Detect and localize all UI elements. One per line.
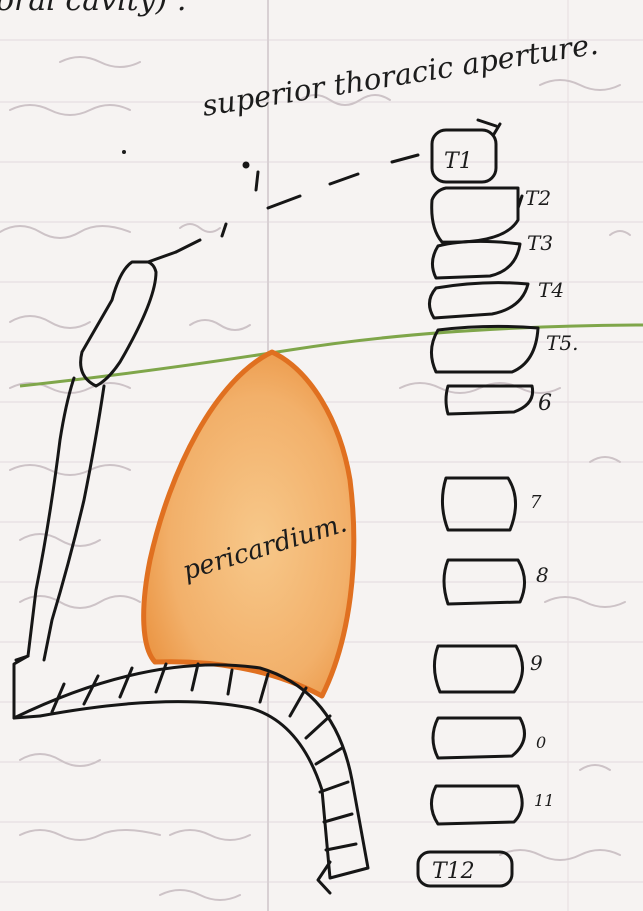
vertebra-label-t11: 11 xyxy=(534,791,554,810)
vertebra-label-t6: 6 xyxy=(538,391,552,416)
vertebra-label-t9: 9 xyxy=(530,651,543,675)
vertebra-label-t8: 8 xyxy=(536,563,549,587)
ink-dot xyxy=(122,150,126,154)
vertebra-label-t5: T5. xyxy=(546,331,578,355)
header-fragment: oral cavity) . xyxy=(0,0,186,18)
vertebra-label-t1: T1 xyxy=(444,149,473,174)
vertebra-label-t10: 0 xyxy=(536,733,546,752)
vertebra-label-t7: 7 xyxy=(530,492,542,513)
vertebra-label-t12: T12 xyxy=(432,859,475,884)
vertebra-label-t3: T3 xyxy=(527,231,553,255)
vertebra-label-t4: T4 xyxy=(538,278,564,302)
vertebra-label-t2: T2 xyxy=(525,186,551,210)
